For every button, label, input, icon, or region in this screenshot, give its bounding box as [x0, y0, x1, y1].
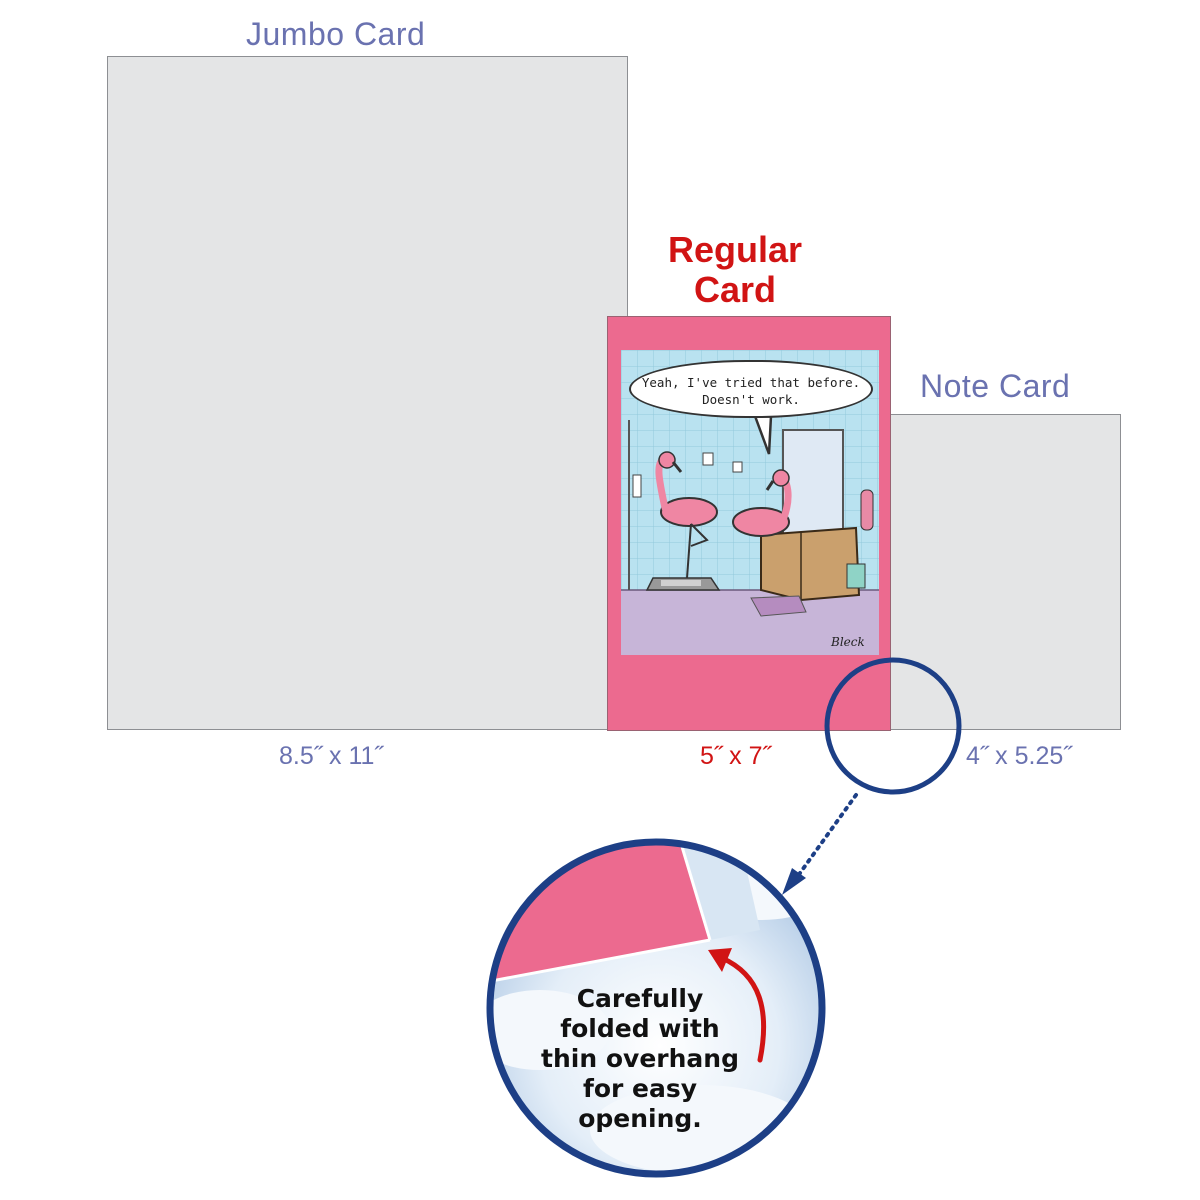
- curved-red-arrow: [719, 955, 767, 1063]
- zoom-caption: Carefully folded with thin overhang for …: [520, 984, 760, 1134]
- speech-line-2: Doesn't work.: [702, 392, 800, 407]
- highlight-circle: [824, 657, 962, 795]
- speech-bubble: Yeah, I've tried that before. Doesn't wo…: [629, 360, 873, 418]
- jumbo-card: [107, 56, 628, 730]
- dotted-pointer-line: [793, 793, 858, 882]
- regular-card-title-line1: Regular: [667, 229, 803, 270]
- regular-card-size: 5˝ x 7˝: [700, 742, 771, 770]
- zoom-circle: [486, 838, 826, 1178]
- zoom-caption-line-5: opening.: [578, 1104, 702, 1133]
- note-card-title: Note Card: [920, 368, 1071, 404]
- zoom-caption-line-1: Carefully: [576, 984, 704, 1013]
- zoom-caption-line-4: for easy: [582, 1074, 698, 1103]
- speech-line-1: Yeah, I've tried that before.: [641, 375, 861, 390]
- regular-card-title: Regular Card: [650, 230, 820, 310]
- zoom-caption-line-3: thin overhang: [541, 1044, 739, 1073]
- pointer-arrowhead: [782, 868, 806, 895]
- jumbo-card-size: 8.5˝ x 11˝: [279, 742, 383, 770]
- note-card-size: 4˝ x 5.25˝: [966, 742, 1072, 770]
- zoom-caption-line-2: folded with: [560, 1014, 720, 1043]
- regular-card-title-line2: Card: [693, 269, 777, 310]
- cartoon-scene: [621, 350, 879, 655]
- jumbo-card-title: Jumbo Card: [246, 16, 426, 52]
- card-cartoon: Yeah, I've tried that before. Doesn't wo…: [621, 350, 879, 655]
- artist-signature: Bleck: [831, 635, 865, 649]
